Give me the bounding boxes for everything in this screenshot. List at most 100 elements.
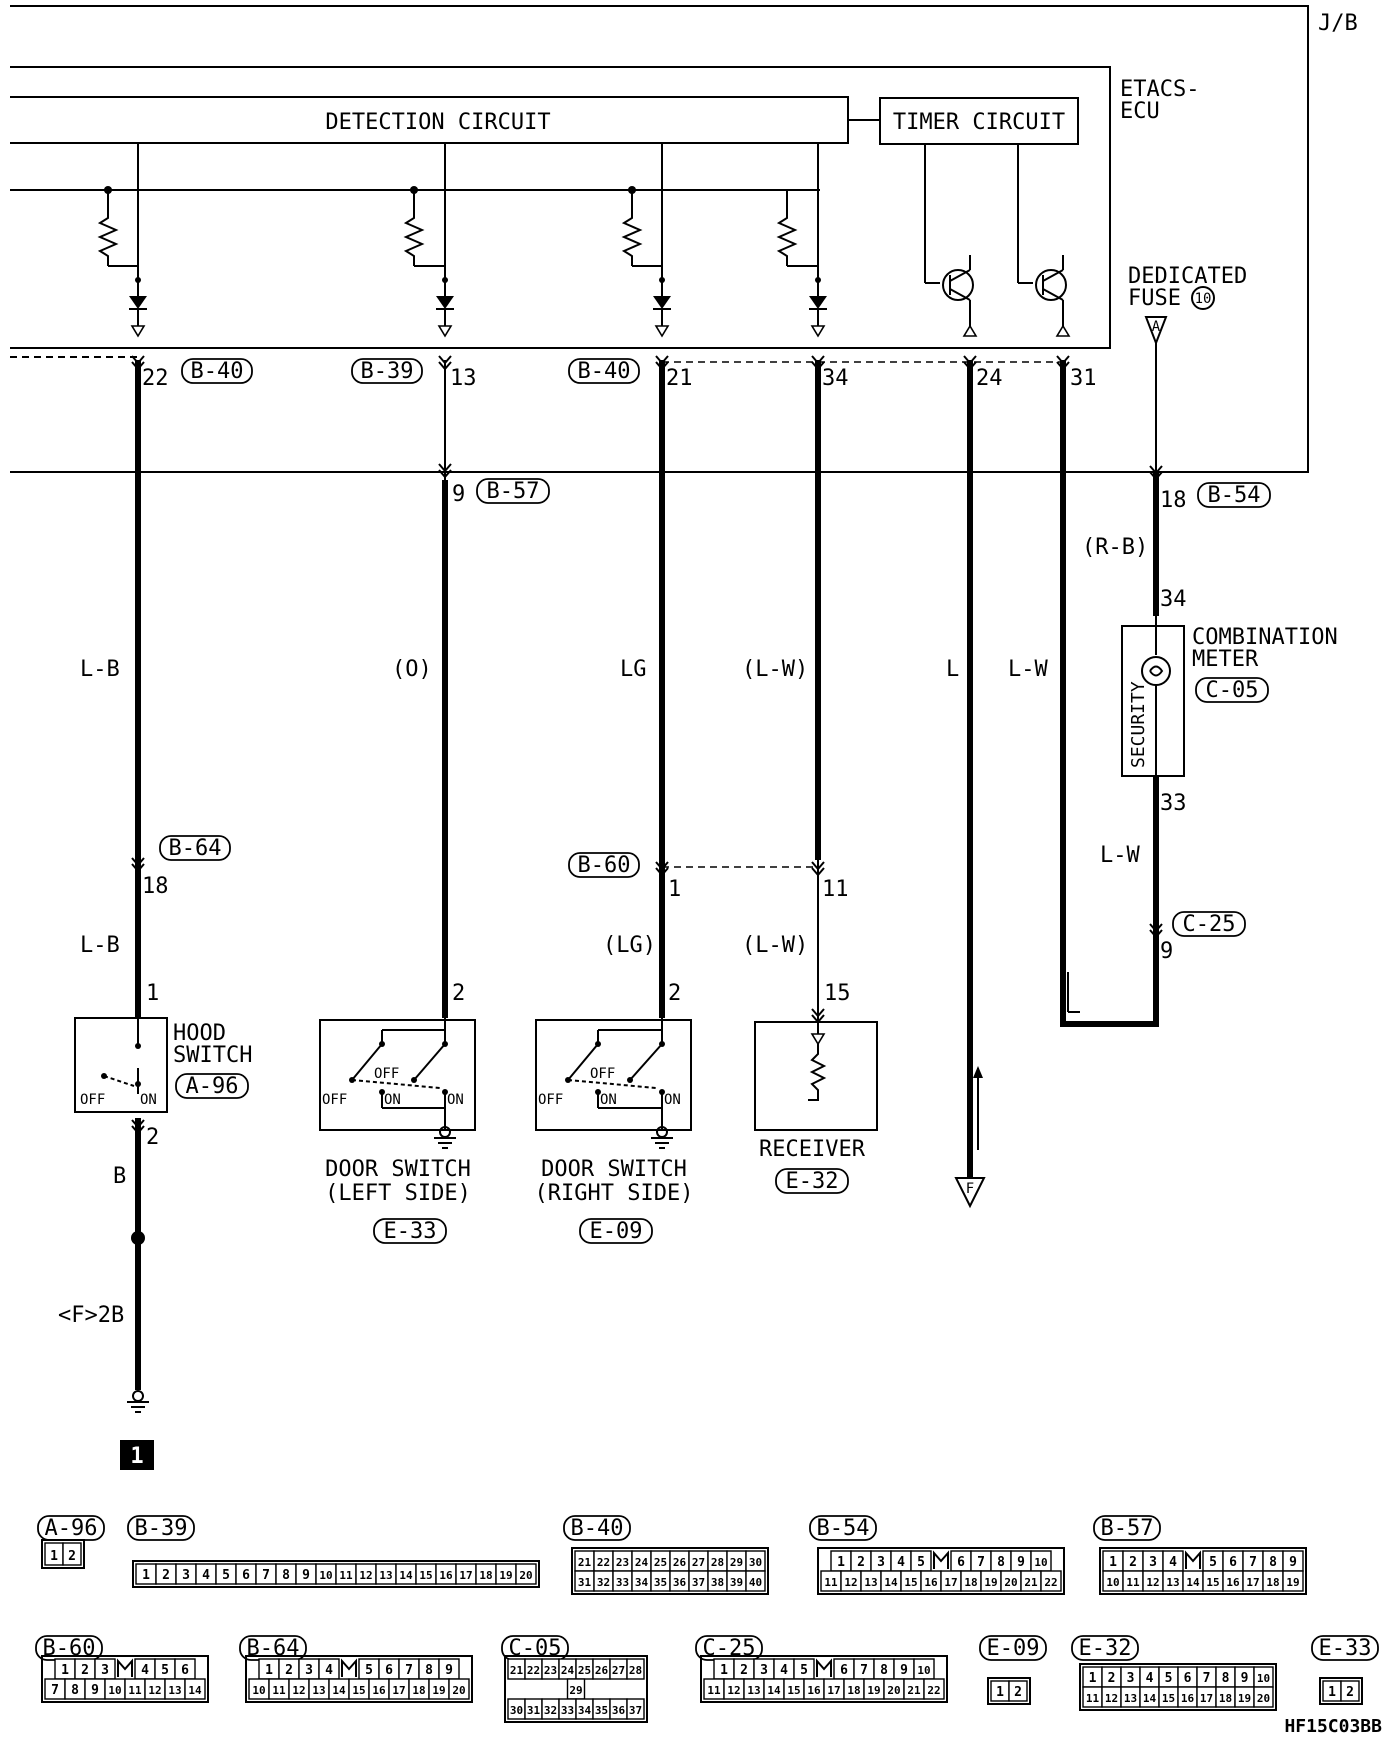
connector-pin: 9 <box>900 1663 908 1678</box>
wire-color-meter-out: L-W <box>1100 843 1140 868</box>
hood-switch-title-1: HOOD <box>173 1021 226 1046</box>
connector-pin: 18 <box>847 1684 860 1697</box>
connector-pin: 2 <box>1014 1685 1022 1700</box>
connector-pin: 2 <box>1129 1555 1137 1570</box>
connector-b60-pin-right: 11 <box>822 877 849 902</box>
dedicated-fuse-label-1: DEDICATED <box>1128 264 1247 289</box>
connector-pin: 27 <box>612 1664 625 1677</box>
connector-pin: 32 <box>597 1576 610 1589</box>
connector-pin: 2 <box>285 1663 293 1678</box>
connector-pin: 13 <box>1124 1692 1137 1705</box>
connector-pin: 5 <box>222 1568 230 1583</box>
connector-pin: 6 <box>385 1663 393 1678</box>
jb-label: J/B <box>1318 11 1358 36</box>
timer-circuit-box <box>879 97 1079 145</box>
connector-pin: 12 <box>359 1569 372 1582</box>
connector-pin: 19 <box>1238 1692 1251 1705</box>
connector-pin: 6 <box>1229 1555 1237 1570</box>
connector-pin: 5 <box>1165 1671 1173 1686</box>
wire-color-l: L <box>946 657 959 682</box>
connector-view-label: C-25 <box>703 1636 756 1661</box>
svg-text:9: 9 <box>452 482 465 507</box>
connector-pin: 14 <box>188 1684 202 1697</box>
connector-pin: 14 <box>767 1684 781 1697</box>
ecu-connector-b40-22: B-40 22 <box>142 358 253 391</box>
connector-view-label: E-09 <box>987 1636 1040 1661</box>
ecu-connector-b40-21: B-40 21 <box>568 358 693 391</box>
connector-pin: 31 <box>527 1704 541 1717</box>
connector-pin: 10 <box>1034 1556 1047 1569</box>
f-reference-symbol <box>954 1177 986 1209</box>
connector-view-label: B-54 <box>817 1516 870 1541</box>
connector-pin: 21 <box>578 1556 592 1569</box>
connector-pin: 4 <box>897 1555 905 1570</box>
svg-text:F: F <box>966 1181 974 1197</box>
svg-text:1: 1 <box>146 981 159 1006</box>
connector-pin: 14 <box>1143 1692 1157 1705</box>
connector-pin: 6 <box>840 1663 848 1678</box>
connector-pin: 17 <box>827 1684 840 1697</box>
wire-color-right-door: LG <box>620 657 647 682</box>
connector-pin: 14 <box>332 1684 346 1697</box>
wire-color-right-lower: (LG) <box>603 933 656 958</box>
connector-pin: 13 <box>312 1684 325 1697</box>
timer-circuit-label: TIMER CIRCUIT <box>893 110 1065 135</box>
connector-pin: 1 <box>50 1549 58 1564</box>
svg-text:2: 2 <box>146 1125 159 1150</box>
connector-pin: 17 <box>944 1576 957 1589</box>
connector-pin: 20 <box>452 1684 465 1697</box>
connector-pin: 25 <box>654 1556 667 1569</box>
connector-view-label: E-33 <box>1319 1636 1372 1661</box>
receiver-connector: E-32 <box>786 1169 839 1194</box>
connector-pin: 27 <box>692 1556 705 1569</box>
connector-pin: 4 <box>1146 1671 1154 1686</box>
connector-pin: 36 <box>673 1576 687 1589</box>
connector-pin: 5 <box>161 1663 169 1678</box>
connector-pin: 5 <box>917 1555 925 1570</box>
combination-meter-title-1: COMBINATION <box>1192 625 1338 650</box>
ground-point-badge <box>120 1440 154 1470</box>
svg-text:21: 21 <box>666 366 693 391</box>
svg-text:13: 13 <box>450 366 477 391</box>
svg-text:ON: ON <box>447 1092 464 1108</box>
connector-pin: 3 <box>877 1555 885 1570</box>
connector-pin: 4 <box>780 1663 788 1678</box>
connector-pin: 6 <box>957 1555 965 1570</box>
connector-pin: 1 <box>720 1663 728 1678</box>
connector-pin: 2 <box>68 1549 76 1564</box>
connector-pin: 2 <box>162 1568 170 1583</box>
connector-pin: 13 <box>168 1684 181 1697</box>
wire-color-ground: B <box>113 1164 126 1189</box>
svg-text:OFF: OFF <box>374 1066 399 1082</box>
connector-pin: 8 <box>1222 1671 1230 1686</box>
svg-text:15: 15 <box>824 981 851 1006</box>
connector-pin: 8 <box>880 1663 888 1678</box>
door-switch-right-title-2: (RIGHT SIDE) <box>535 1181 694 1206</box>
connector-pin: 22 <box>527 1664 540 1677</box>
svg-text:B-40: B-40 <box>191 359 244 384</box>
connector-pin: 8 <box>997 1555 1005 1570</box>
connector-pin: 4 <box>325 1663 333 1678</box>
ground-symbol <box>126 1390 150 1413</box>
connector-pin: 19 <box>499 1569 512 1582</box>
connector-pin: 18 <box>964 1576 977 1589</box>
connector-view-label: B-39 <box>135 1516 188 1541</box>
dedicated-fuse-label-2: FUSE <box>1128 286 1181 311</box>
door-switch-left-title-1: DOOR SWITCH <box>325 1157 471 1182</box>
connector-pin: 1 <box>1089 1671 1097 1686</box>
connector-b64-pin: 18 <box>142 874 169 899</box>
connector-pin: 13 <box>864 1576 877 1589</box>
connector-pin: 23 <box>544 1664 557 1677</box>
connector-pin: 18 <box>1266 1576 1279 1589</box>
connector-pin: 16 <box>924 1576 938 1589</box>
connector-pin: 15 <box>419 1569 432 1582</box>
ecu-pin-34: 34 <box>822 366 849 391</box>
connector-pin: 24 <box>561 1664 575 1677</box>
hood-switch-connector: A-96 <box>186 1074 239 1099</box>
